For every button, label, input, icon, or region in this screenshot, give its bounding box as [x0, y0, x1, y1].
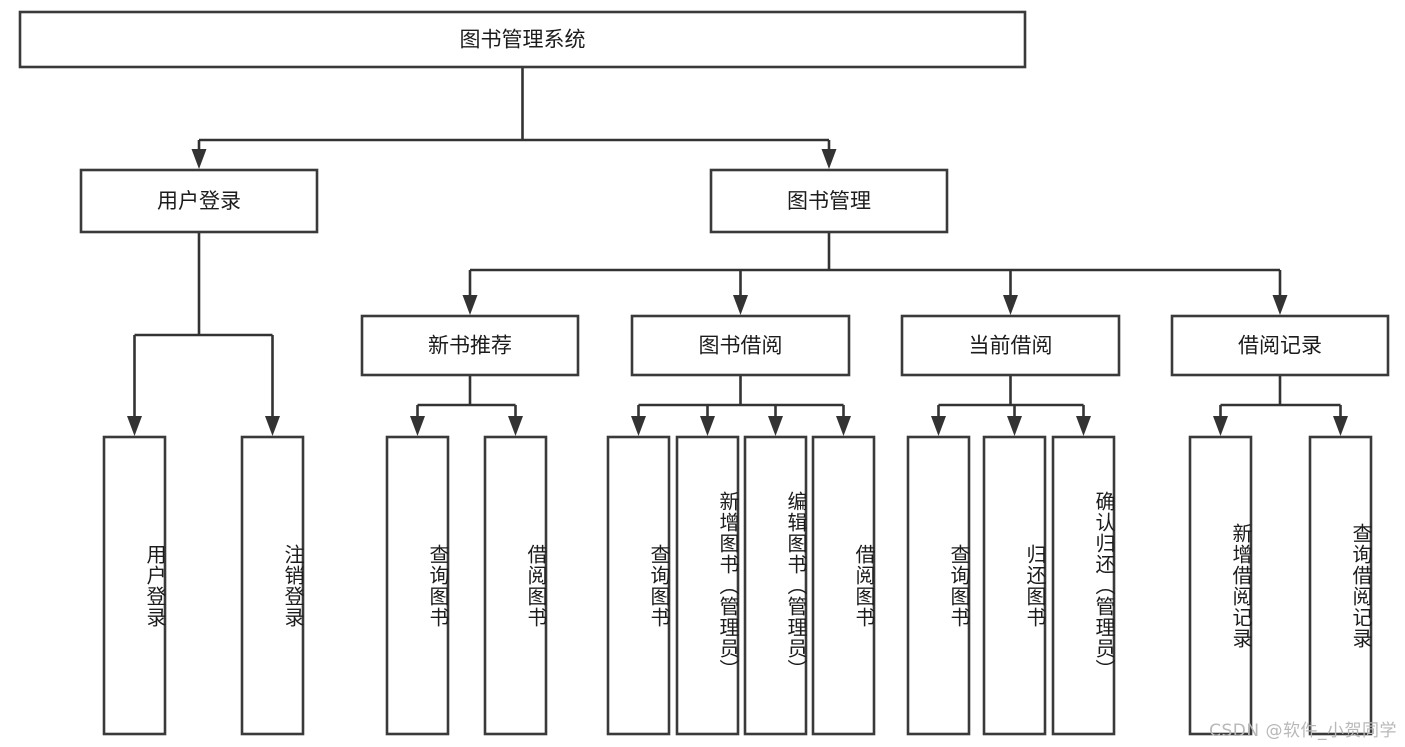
arrow-head-icon [1007, 416, 1022, 436]
node-boxes [18, 10, 1390, 736]
arrow-head-icon [127, 416, 142, 436]
arrow-head-icon [768, 416, 783, 436]
arrow-head-icon [1272, 295, 1288, 315]
node-box-leaf-return-book[interactable] [982, 435, 1047, 736]
arrow-head-icon [265, 416, 280, 436]
arrow-head-icon [1213, 416, 1228, 436]
node-box-current-borrow[interactable] [900, 314, 1121, 377]
node-box-leaf-edit-book-admin[interactable] [743, 435, 808, 736]
node-label-current-borrow: 当前借阅 [969, 334, 1053, 358]
node-label-book-borrow: 图书借阅 [699, 334, 783, 358]
connector-lines [127, 67, 1348, 436]
node-box-book-borrow[interactable] [630, 314, 851, 377]
arrow-head-icon [836, 416, 851, 436]
node-box-user-login[interactable] [79, 168, 319, 234]
node-label-book-management: 图书管理 [787, 189, 871, 213]
node-box-root[interactable] [18, 10, 1027, 69]
node-box-book-management[interactable] [709, 168, 949, 234]
arrow-head-icon [733, 295, 748, 315]
arrow-head-icon [1076, 416, 1091, 436]
arrow-head-icon [191, 149, 207, 169]
arrow-head-icon [1333, 416, 1348, 436]
node-box-leaf-borrow-book-rec[interactable] [483, 435, 548, 736]
node-box-leaf-add-book-admin[interactable] [675, 435, 740, 736]
node-label-borrow-record: 借阅记录 [1238, 334, 1322, 358]
node-box-leaf-user-login[interactable] [102, 435, 167, 736]
arrow-head-icon [631, 416, 646, 436]
node-box-leaf-logout-login[interactable] [240, 435, 305, 736]
arrow-head-icon [700, 416, 715, 436]
node-box-new-book-recommend[interactable] [360, 314, 580, 377]
arrow-head-icon [931, 416, 946, 436]
node-box-leaf-query-borrow-record[interactable] [1308, 435, 1373, 736]
node-label-new-book-recommend: 新书推荐 [428, 334, 512, 358]
arrow-head-icon [821, 149, 837, 169]
node-box-leaf-confirm-return[interactable] [1051, 435, 1116, 736]
node-box-leaf-query-book-bb[interactable] [606, 435, 671, 736]
node-box-leaf-query-book-cb[interactable] [906, 435, 971, 736]
arrow-head-icon [462, 295, 478, 315]
node-box-leaf-borrow-book-bb[interactable] [811, 435, 876, 736]
node-box-borrow-record[interactable] [1170, 314, 1390, 377]
watermark-text: CSDN @软件_小贺同学 [1209, 721, 1397, 741]
arrow-head-icon [410, 416, 425, 436]
node-label-root: 图书管理系统 [460, 28, 586, 52]
node-box-leaf-query-book-rec[interactable] [385, 435, 450, 736]
arrow-head-icon [508, 416, 523, 436]
arrow-head-icon [1003, 295, 1018, 315]
node-box-leaf-add-borrow-record[interactable] [1188, 435, 1253, 736]
node-label-user-login: 用户登录 [157, 189, 241, 213]
